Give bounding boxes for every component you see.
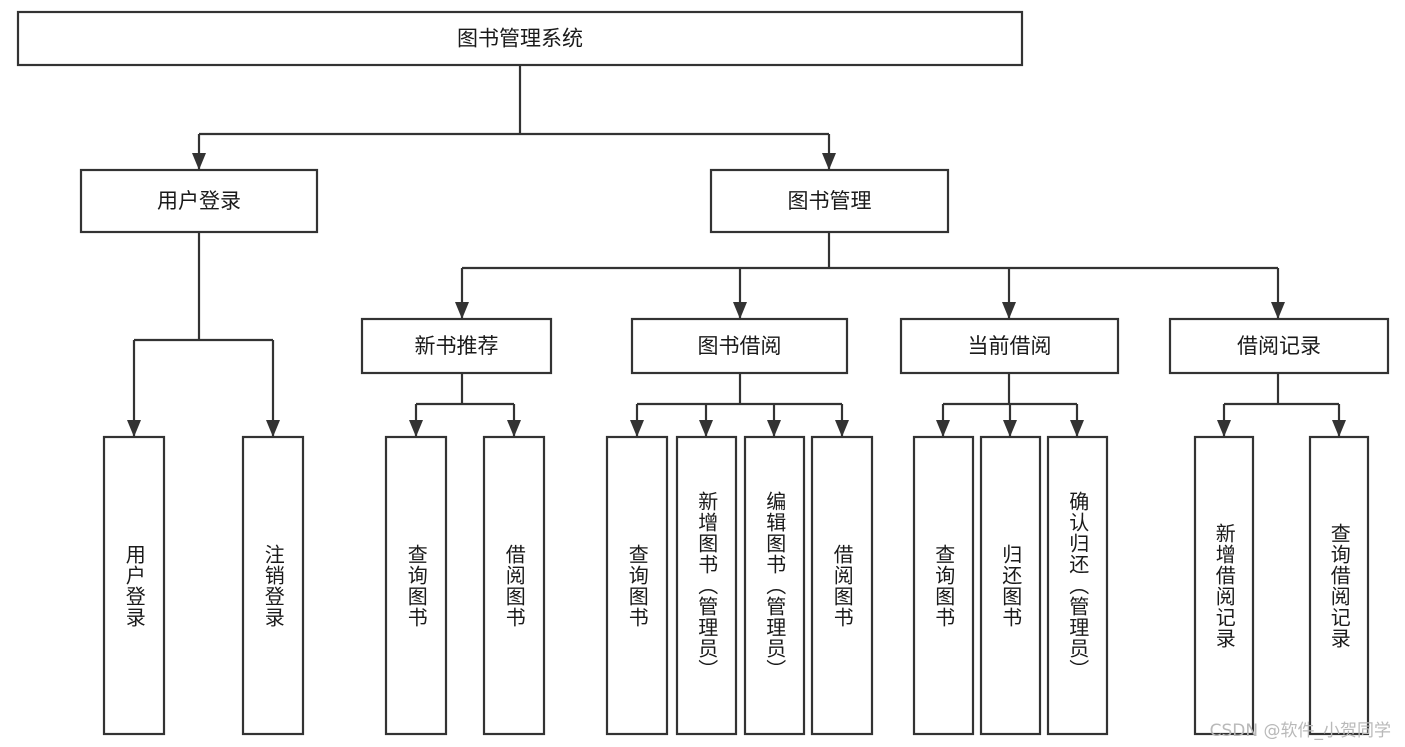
arrow-head-icon	[1002, 302, 1016, 319]
node-leaf-logout-login[interactable]	[241, 435, 305, 736]
node-label-book-management: 图书管理	[788, 189, 872, 213]
node-leaf-borrow-book[interactable]	[810, 435, 874, 736]
node-leaf-borrow-book-recommend[interactable]	[482, 435, 546, 736]
node-label-new-book-recommend: 新书推荐	[415, 334, 499, 358]
node-new-book-recommend[interactable]	[360, 317, 553, 375]
connector-layer	[127, 65, 1346, 437]
arrow-head-icon	[455, 302, 469, 319]
arrow-head-icon	[835, 420, 849, 437]
node-leaf-query-book-current[interactable]	[912, 435, 975, 736]
node-borrow-record[interactable]	[1168, 317, 1390, 375]
arrow-head-icon	[507, 420, 521, 437]
arrow-head-icon	[127, 420, 141, 437]
node-leaf-confirm-return[interactable]	[1046, 435, 1109, 736]
arrow-head-icon	[266, 420, 280, 437]
arrow-head-icon	[822, 153, 836, 170]
arrow-head-icon	[630, 420, 644, 437]
box-layer	[16, 10, 1390, 736]
node-leaf-return-book[interactable]	[979, 435, 1042, 736]
node-book-borrow[interactable]	[630, 317, 849, 375]
node-leaf-query-record[interactable]	[1308, 435, 1370, 736]
arrow-head-icon	[1217, 420, 1231, 437]
arrow-head-icon	[1271, 302, 1285, 319]
arrow-head-icon	[1070, 420, 1084, 437]
node-label-book-borrow: 图书借阅	[698, 334, 782, 358]
node-label-borrow-record: 借阅记录	[1237, 334, 1321, 358]
node-label-user-login: 用户登录	[157, 189, 241, 213]
node-leaf-query-book-borrow[interactable]	[605, 435, 669, 736]
arrow-head-icon	[767, 420, 781, 437]
node-leaf-query-book-recommend[interactable]	[384, 435, 448, 736]
node-root-book-system[interactable]	[16, 10, 1024, 67]
arrow-head-icon	[192, 153, 206, 170]
node-current-borrow[interactable]	[899, 317, 1120, 375]
node-leaf-edit-book[interactable]	[743, 435, 806, 736]
node-leaf-user-login[interactable]	[102, 435, 166, 736]
node-label-root: 图书管理系统	[457, 27, 583, 51]
node-leaf-add-record[interactable]	[1193, 435, 1255, 736]
arrow-head-icon	[733, 302, 747, 319]
node-book-management[interactable]	[709, 168, 950, 234]
watermark-text: CSDN @软件_小贺同学	[1209, 721, 1391, 741]
arrow-head-icon	[936, 420, 950, 437]
node-label-current-borrow: 当前借阅	[968, 334, 1052, 358]
arrow-head-icon	[1332, 420, 1346, 437]
arrow-head-icon	[699, 420, 713, 437]
node-user-login[interactable]	[79, 168, 319, 234]
node-leaf-add-book[interactable]	[675, 435, 738, 736]
arrow-head-icon	[409, 420, 423, 437]
arrow-head-icon	[1003, 420, 1017, 437]
